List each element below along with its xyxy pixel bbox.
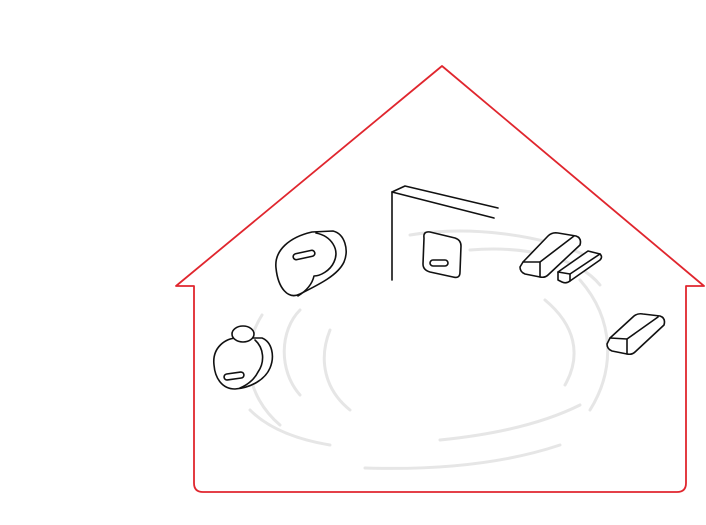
smart-hub-panel — [391, 185, 499, 281]
lock-knob-led — [223, 371, 245, 381]
signal-wave-arc — [438, 403, 582, 442]
hub-button — [422, 231, 462, 279]
signal-wave-arc — [282, 308, 302, 397]
lock-knob-edge — [239, 339, 264, 389]
signal-wave-arc — [363, 443, 562, 470]
contact-sensor-top-edge — [609, 337, 628, 340]
hub-panel-frame — [391, 185, 499, 281]
smart-lock-knob — [213, 325, 274, 390]
motion-sensor-lens-edge — [297, 232, 337, 297]
motion-sensor-body — [275, 230, 347, 297]
contact-sensor-body — [606, 312, 666, 356]
signal-wave-arc — [248, 408, 332, 447]
small-contact-sensor — [606, 312, 666, 356]
motion-sensor-led — [292, 249, 316, 261]
hub-indicator-light — [429, 259, 449, 267]
signal-wave-arc — [578, 278, 610, 412]
door-window-sensor-magnet — [557, 250, 603, 284]
signal-wave-arc — [543, 298, 576, 387]
signal-wave-arc — [322, 328, 352, 412]
hub-panel-edge — [391, 191, 495, 219]
door-window-sensor — [519, 232, 582, 279]
motion-sensor — [275, 230, 347, 297]
house-outline — [175, 65, 705, 493]
lock-knob-body — [213, 337, 274, 390]
lock-thumb-turn — [231, 325, 255, 343]
